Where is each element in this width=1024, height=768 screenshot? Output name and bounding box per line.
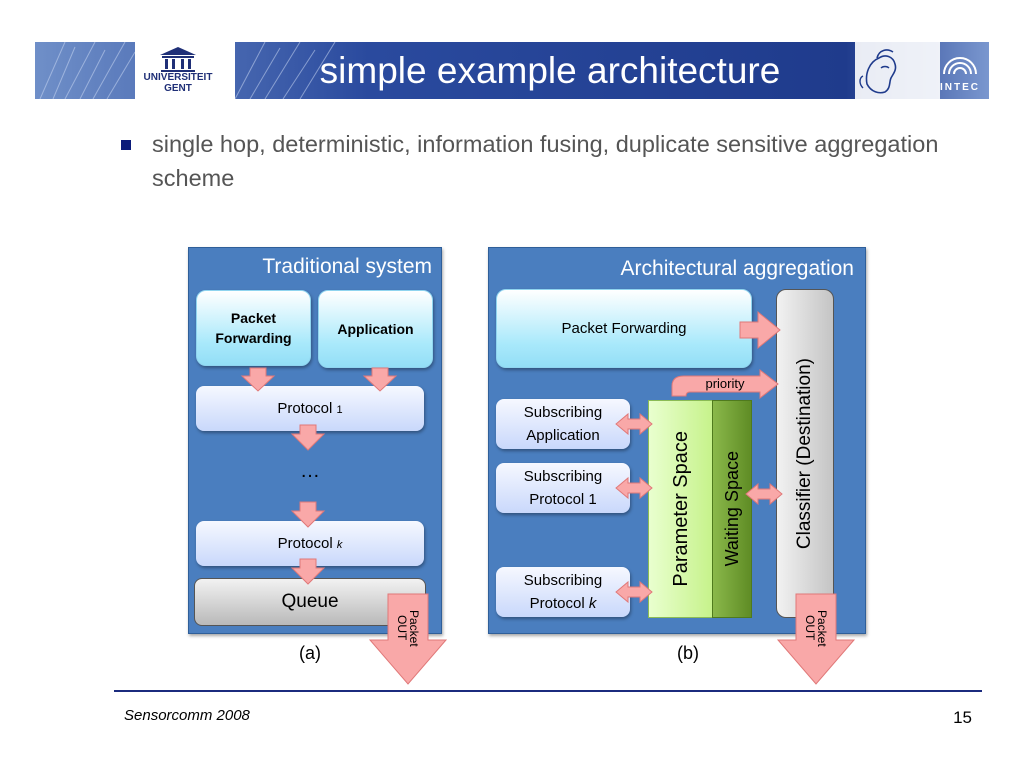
intec-logo-icon [943, 57, 977, 75]
arrow-sub-app-bidirectional [615, 412, 653, 436]
subscribing-protocol-1-box: Subscribing Protocol 1 [496, 463, 630, 513]
protocol-1-box: Protocol 1 [196, 386, 424, 431]
panel-b-title: Architectural aggregation [620, 257, 854, 280]
arrow-pf-to-protocol1 [240, 367, 276, 392]
packet-forwarding-box-a: Packet Forwarding [196, 290, 311, 366]
intec-logo-text: INTEC [940, 82, 980, 93]
arrow-sub-proto1-bidirectional [615, 476, 653, 500]
bullet-marker-icon [121, 140, 131, 150]
ugent-logo-text: UNIVERSITEIT GENT [143, 72, 213, 94]
queue-label: Queue [281, 591, 339, 612]
bullet-text: single hop, deterministic, information f… [152, 131, 939, 191]
subscribing-protocol-k-label: Subscribing Protocol k [523, 572, 603, 612]
application-box: Application [318, 290, 433, 368]
subscribing-protocol-1-label: Subscribing Protocol 1 [523, 468, 603, 508]
packet-out-label-a: Packet OUT [395, 609, 421, 647]
ugent-logo-icon [160, 47, 196, 72]
caption-a: (a) [299, 643, 321, 663]
packet-forwarding-box-b: Packet Forwarding [496, 289, 752, 368]
footer-conference: Sensorcomm 2008 [124, 707, 250, 724]
arrow-packet-out-b [776, 593, 856, 685]
subscribing-protocol-k-box: Subscribing Protocol k [496, 567, 630, 617]
arrow-app-to-protocol1 [362, 367, 398, 392]
header-banner [35, 42, 989, 99]
caption-b: (b) [677, 643, 699, 663]
subscribing-application-label: Subscribing Application [523, 404, 603, 444]
protocol-k-label: Protocol k [277, 535, 343, 552]
arrow-ellipsis-to-protocolk [290, 501, 326, 528]
application-label: Application [337, 321, 414, 337]
panel-a-title: Traditional system [262, 255, 432, 278]
priority-label: priority [705, 376, 745, 391]
arrow-packet-out-a [368, 593, 448, 685]
arrow-priority [671, 368, 779, 400]
packet-forwarding-label-a: Packet Forwarding [215, 310, 292, 346]
classifier-box: Classifier (Destination) [776, 289, 834, 618]
packet-out-label-b: Packet OUT [803, 609, 829, 647]
parameter-space-box: Parameter Space [648, 400, 714, 618]
waiting-space-box: Waiting Space [712, 400, 752, 618]
arrow-pf-to-classifier [739, 310, 781, 350]
slide-title: simple example architecture [319, 50, 781, 91]
arrow-sub-protok-bidirectional [615, 580, 653, 604]
subscribing-application-box: Subscribing Application [496, 399, 630, 449]
packet-forwarding-label-b: Packet Forwarding [561, 320, 687, 337]
footer-divider [114, 690, 982, 692]
minerva-head-icon [859, 49, 897, 94]
arrow-waiting-classifier-bidirectional [745, 482, 783, 506]
protocol-1-label: Protocol 1 [277, 400, 343, 417]
arrow-protocolk-to-queue [290, 558, 326, 585]
arrow-protocol1-to-ellipsis [290, 424, 326, 451]
header-texture [35, 42, 989, 99]
ellipsis-text: … [300, 460, 320, 482]
page-number: 15 [953, 708, 972, 727]
